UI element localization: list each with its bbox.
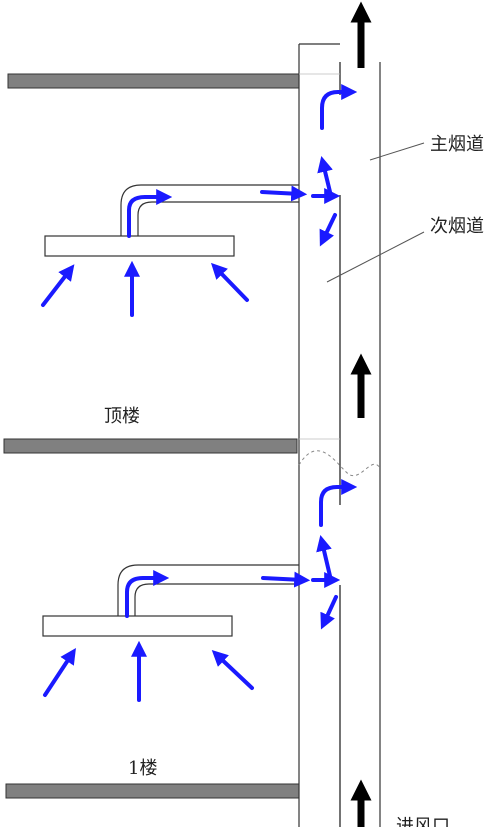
flue-bend-dashed [298,450,381,477]
first-floor-label: 1楼 [128,758,157,779]
airflow-arrows-top [41,84,358,317]
top-floor-label: 顶楼 [104,406,140,427]
main-flue-label: 主烟道 [430,134,484,155]
air-inlet-label: 进风口 [396,816,450,827]
secondary-flue-label: 次烟道 [430,216,484,237]
range-hood-first [42,564,299,637]
range-hood-top [44,184,299,257]
secondary-flue-leader [326,231,425,283]
floor-slab-roof [7,73,300,89]
secondary-flue-wall [338,95,343,585]
floor-slab-first [5,783,300,799]
floor-slab-top [3,438,298,454]
main-flue-leader [369,142,425,161]
airflow-arrows-first [43,479,358,702]
